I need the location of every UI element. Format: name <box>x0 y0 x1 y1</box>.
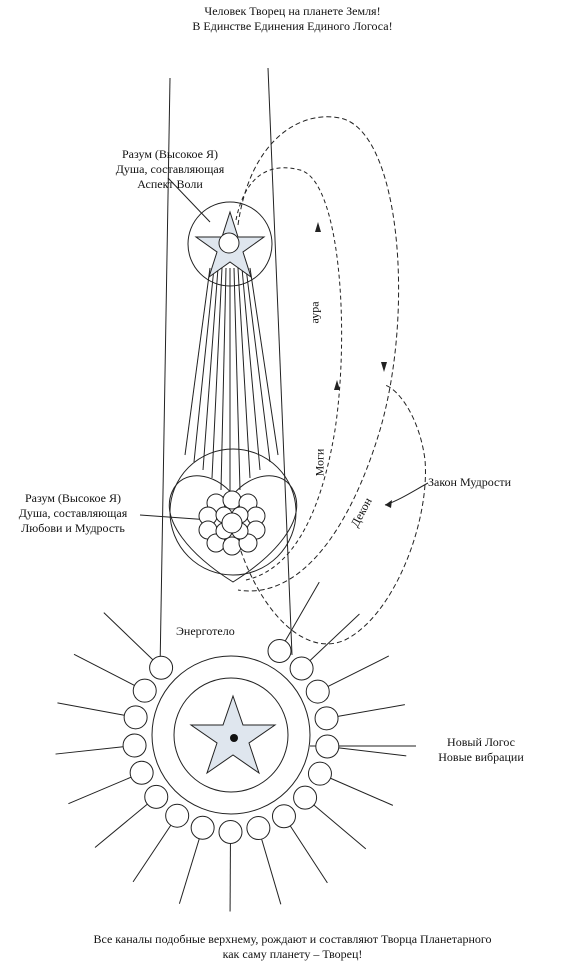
satellite-circle <box>267 638 292 663</box>
title: Человек Творец на планете Земля! В Единс… <box>0 4 585 34</box>
law-loop <box>231 384 426 645</box>
footer-line-1: Все каналы подобные верхнему, рождают и … <box>93 932 492 946</box>
label-mind-upper: Разум (Высокое Я) Душа, составляющая Асп… <box>95 147 245 192</box>
radial-line <box>289 825 328 884</box>
radial-line <box>55 746 124 755</box>
radial-line <box>284 581 320 642</box>
radial-line <box>103 612 154 661</box>
radial-line <box>178 838 200 904</box>
satellite-circle <box>144 784 169 809</box>
radial-line <box>337 704 405 717</box>
satellite-circle <box>315 734 340 759</box>
radial-line <box>132 824 172 883</box>
satellite-circle <box>123 705 148 730</box>
arrow-icon <box>381 362 387 372</box>
radial-line <box>68 776 132 805</box>
bottom-circle-outer <box>151 655 311 815</box>
label-line: Любови и Мудрость <box>21 521 125 535</box>
label-line: Разум (Высокое Я) <box>121 147 218 161</box>
satellite-circle <box>246 816 271 841</box>
satellite-circle <box>190 815 215 840</box>
arrow-icon <box>334 380 340 390</box>
radial-line <box>338 747 407 757</box>
aura-loop-inner <box>235 167 343 581</box>
aura-loop-outer <box>237 116 400 592</box>
radial-line <box>73 653 135 686</box>
label-line: Новый Логос <box>447 735 515 749</box>
radial-line <box>261 838 282 905</box>
satellite-circle <box>314 706 339 731</box>
radial-line <box>309 613 360 661</box>
satellite-circle <box>122 733 147 758</box>
satellite-ring <box>55 581 407 912</box>
label-line: Новые вибрации <box>438 750 524 764</box>
label-new-logos: Новый Логос Новые вибрации <box>416 735 546 765</box>
satellite-circle <box>307 761 332 786</box>
title-line-2: В Единстве Единения Единого Логоса! <box>192 19 393 33</box>
satellite-circle <box>293 785 318 810</box>
arrow-icon <box>385 500 392 508</box>
satellite-circle <box>165 803 190 828</box>
satellite-circle <box>129 760 154 785</box>
center-dot <box>230 734 238 742</box>
bottom-circle-inner <box>173 677 289 793</box>
radial-line <box>327 655 390 687</box>
label-line: Аспект Воли <box>137 177 203 191</box>
label-line: Душа, составляющая <box>18 506 128 520</box>
satellite-circle <box>149 655 174 680</box>
label-mogi: Моги <box>312 448 327 477</box>
radial-line <box>94 803 148 848</box>
label-energy-body: Энерготело <box>176 624 235 638</box>
pointer-lower <box>139 514 211 521</box>
rays-group <box>184 267 279 498</box>
radial-line <box>330 777 394 806</box>
channel-line-right <box>267 67 293 656</box>
satellite-circle <box>305 679 330 704</box>
title-line-1: Человек Творец на планете Земля! <box>204 4 381 18</box>
label-line: Душа, составляющая <box>115 162 225 176</box>
radial-line <box>313 804 367 850</box>
flower-icon <box>198 490 266 556</box>
satellite-circle <box>289 656 314 681</box>
footer-line-2: как саму планету – Творец! <box>222 947 363 961</box>
upper-inner-circle <box>218 232 240 254</box>
label-law-of-wisdom: Закон Мудрости <box>428 475 511 489</box>
arrow-icon <box>315 222 321 232</box>
satellite-circle <box>132 678 157 703</box>
pointer-upper <box>167 177 211 223</box>
satellite-circle <box>271 804 296 829</box>
radial-line <box>57 702 125 716</box>
footer-caption: Все каналы подобные верхнему, рождают и … <box>0 932 585 962</box>
satellite-circle <box>218 819 243 844</box>
channel-line-left <box>159 77 171 671</box>
label-mind-lower: Разум (Высокое Я) Душа, составляющая Люб… <box>2 491 144 536</box>
label-aura: аура <box>307 301 322 324</box>
label-line: Разум (Высокое Я) <box>24 491 121 505</box>
